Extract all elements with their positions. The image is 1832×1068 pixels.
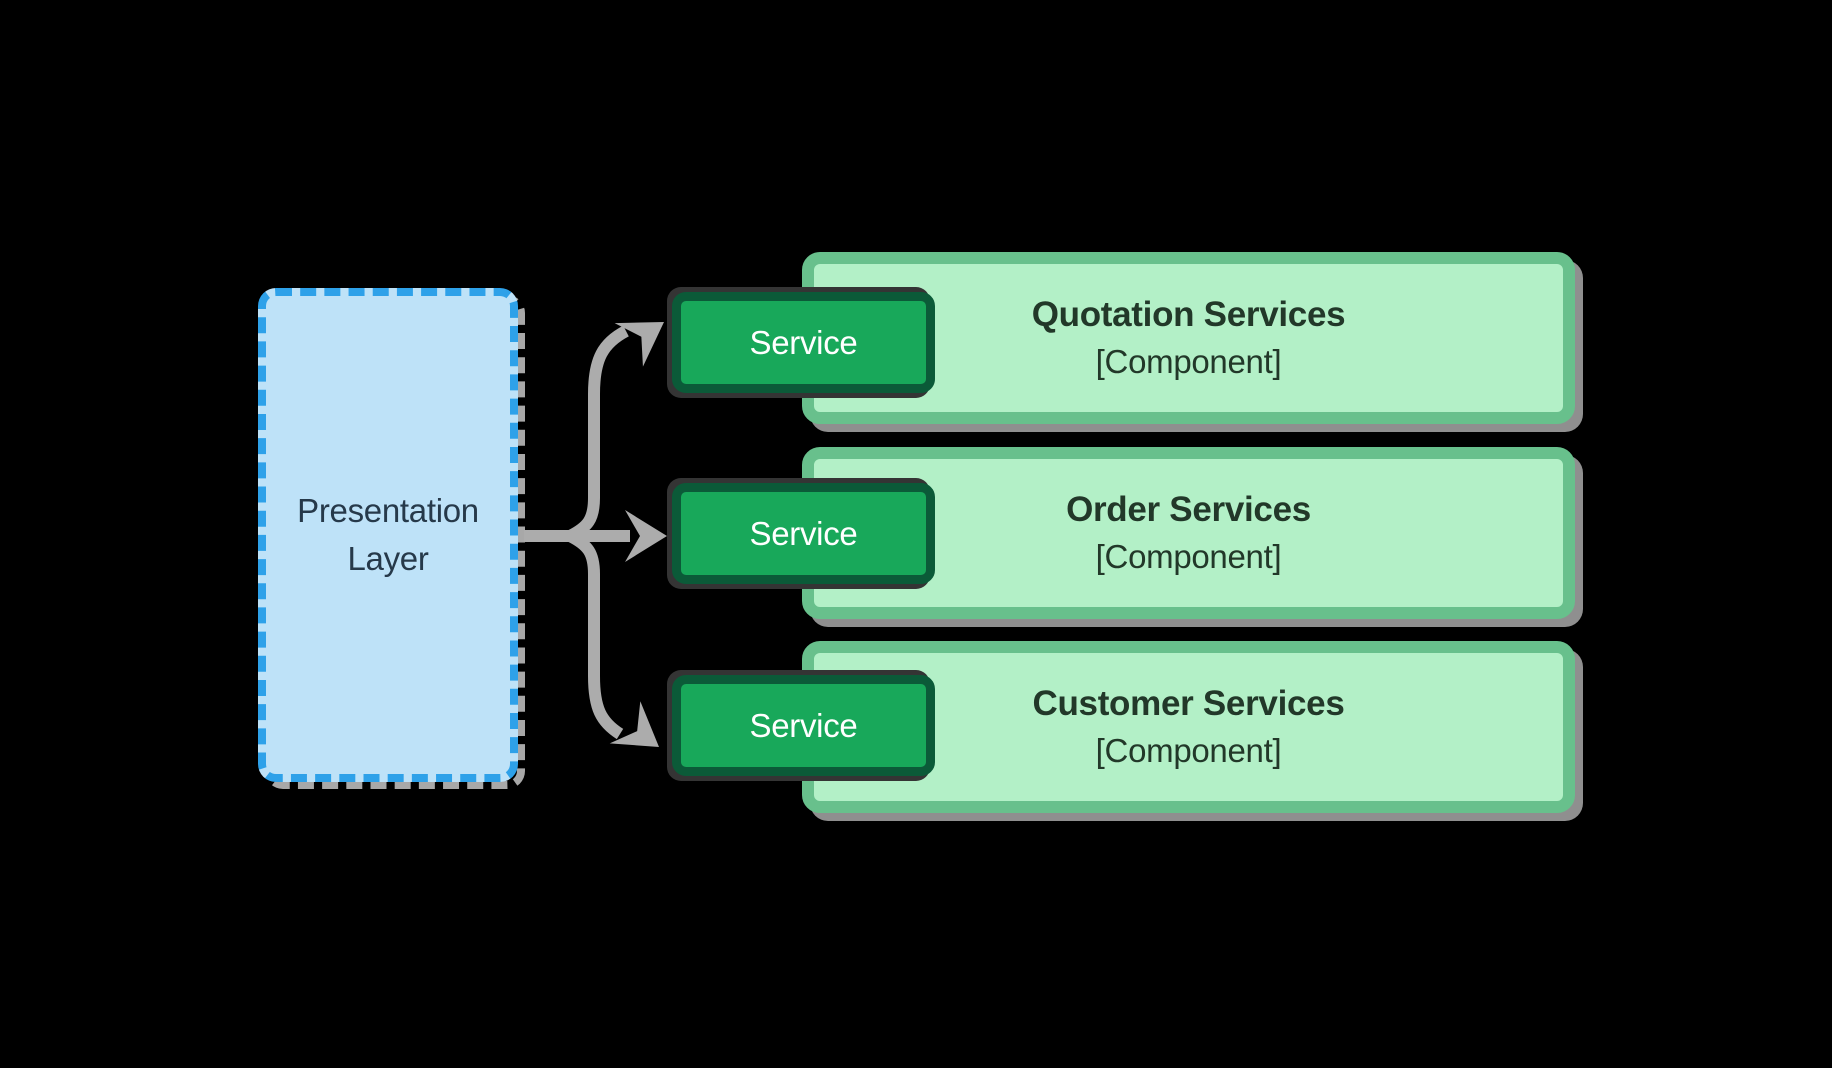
component-box-order-services: Order Services [Component] bbox=[802, 447, 1575, 619]
connector-line-top bbox=[567, 325, 629, 542]
arrowhead-middle-icon bbox=[625, 510, 667, 562]
component-title: Order Services bbox=[1066, 490, 1311, 529]
presentation-layer-label: Presentation Layer bbox=[297, 487, 479, 583]
service-chip-quotation: Service bbox=[672, 292, 935, 393]
component-subtitle: [Component] bbox=[1095, 732, 1282, 769]
component-subtitle: [Component] bbox=[1095, 343, 1282, 380]
arrowhead-top-icon bbox=[614, 322, 664, 367]
presentation-layer-node: Presentation Layer bbox=[258, 288, 525, 789]
component-box-quotation-services: Quotation Services [Component] bbox=[802, 252, 1575, 424]
service-chip-label: Service bbox=[749, 514, 858, 552]
presentation-label-line1: Presentation bbox=[297, 492, 479, 529]
component-title: Customer Services bbox=[1032, 684, 1345, 723]
presentation-layer-box: Presentation Layer bbox=[258, 288, 518, 782]
component-subtitle: [Component] bbox=[1095, 538, 1282, 575]
service-chip-order: Service bbox=[672, 483, 935, 584]
service-chip-label: Service bbox=[749, 323, 858, 361]
arrowhead-bottom-icon bbox=[609, 701, 659, 747]
component-title: Quotation Services bbox=[1031, 295, 1346, 334]
service-chip-label: Service bbox=[749, 706, 858, 744]
service-chip-customer: Service bbox=[672, 675, 935, 776]
presentation-label-line2: Layer bbox=[347, 540, 429, 577]
connector-line-bottom bbox=[567, 530, 624, 740]
